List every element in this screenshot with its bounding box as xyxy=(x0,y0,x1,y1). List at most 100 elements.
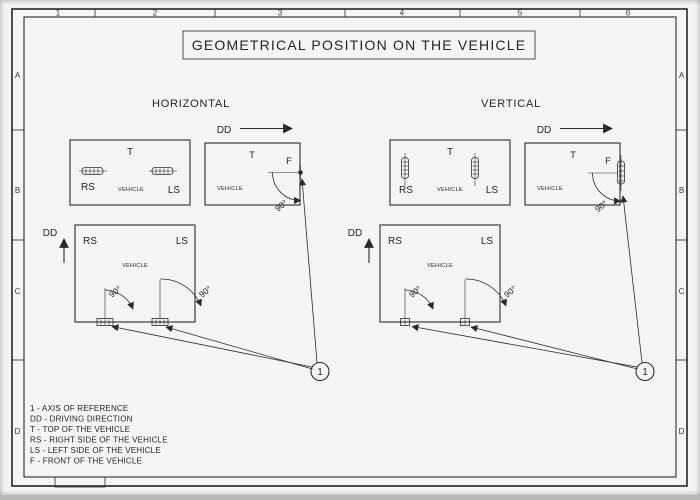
drawing-frame: 1 2 3 4 5 6 A B C D A B C D xyxy=(11,8,688,488)
v-side-view: DD T F VEHICLE 90° xyxy=(524,123,625,214)
angle-90-label: 90° xyxy=(273,198,289,214)
frame-column-label: 2 xyxy=(153,9,158,18)
lamp-body xyxy=(460,318,470,326)
vertical-lamp-icon xyxy=(471,153,479,186)
angle-90-label: 90° xyxy=(107,284,123,300)
title-box xyxy=(182,30,536,60)
vehicle-top-view-box xyxy=(389,139,511,206)
vertical-lamp-icon xyxy=(401,153,409,186)
frame-outer-border xyxy=(11,8,688,487)
lamp-foot-icon xyxy=(151,318,169,326)
angle-arc xyxy=(159,278,202,307)
h-side-view: DD T F VEHICLE 90° xyxy=(204,123,303,214)
vehicle-top-view-box xyxy=(69,139,191,206)
angle-90-label: 90° xyxy=(407,284,423,300)
v-rear-view: DD RS LS VEHICLE 90° 90° xyxy=(348,224,518,326)
legend-line: DD - DRIVING DIRECTION xyxy=(30,415,133,424)
front-label: F xyxy=(605,156,611,167)
leader-line xyxy=(298,178,318,363)
frame-row-label: C xyxy=(679,287,685,296)
frame-inner-border xyxy=(23,16,677,478)
lamp-body xyxy=(617,160,625,185)
section-heading-vertical: VERTICAL xyxy=(481,98,541,110)
right-side-label: RS xyxy=(81,182,95,193)
lamp-body xyxy=(81,167,104,175)
driving-direction-label: DD xyxy=(537,125,551,136)
axis-number-label: 1 xyxy=(642,367,648,378)
v-top-view: T RS LS VEHICLE xyxy=(389,139,511,206)
frame-row-label: B xyxy=(15,186,20,195)
angle-arc xyxy=(592,172,622,205)
legend-line: F - FRONT OF THE VEHICLE xyxy=(30,457,142,466)
angle-90-label: 90° xyxy=(502,284,518,300)
axis-reference-balloon xyxy=(310,361,330,382)
vehicle-rear-view-box xyxy=(74,224,196,323)
vehicle-label: VEHICLE xyxy=(427,263,453,269)
vehicle-rear-view-box xyxy=(379,224,501,323)
angle-arc xyxy=(104,289,134,310)
angle-arc xyxy=(404,289,434,310)
leader-line xyxy=(620,195,643,363)
page-title: GEOMETRICAL POSITION ON THE VEHICLE xyxy=(192,37,527,53)
section-horizontal: T RS LS VEHICLE DD xyxy=(43,123,330,382)
front-label: F xyxy=(286,156,292,167)
frame-column-label: 3 xyxy=(278,9,283,18)
left-side-label: LS xyxy=(481,236,494,247)
lamp-body xyxy=(96,318,114,326)
section-vertical: T RS LS VEHICLE DD xyxy=(348,123,655,382)
lamp-foot-icon xyxy=(96,318,114,326)
lamp-body xyxy=(400,318,410,326)
frame-column-label: 5 xyxy=(518,9,523,18)
title-block: GEOMETRICAL POSITION ON THE VEHICLE xyxy=(182,30,536,60)
vehicle-label: VEHICLE xyxy=(122,263,148,269)
angle-90-label: 90° xyxy=(197,284,213,300)
section-heading-horizontal: HORIZONTAL xyxy=(152,98,230,110)
left-side-label: LS xyxy=(168,185,181,196)
leader-line xyxy=(470,325,638,370)
driving-direction-label: DD xyxy=(43,228,57,239)
driving-direction-label: DD xyxy=(348,228,362,239)
top-label: T xyxy=(570,150,576,161)
vehicle-side-view-box xyxy=(524,142,621,206)
frame-column-label: 1 xyxy=(56,9,61,18)
vehicle-label: VEHICLE xyxy=(217,186,243,192)
vehicle-label: VEHICLE xyxy=(537,186,563,192)
horizontal-lamp-icon xyxy=(79,167,107,175)
frame-row-label: D xyxy=(15,427,21,436)
frame-row-label: C xyxy=(15,287,21,296)
lamp-foot-icon xyxy=(460,318,470,326)
leader-line xyxy=(111,324,313,368)
horizontal-lamp-icon xyxy=(149,167,177,175)
top-label: T xyxy=(447,147,453,158)
axis-reference-balloon xyxy=(635,361,655,382)
frame-bottom-box xyxy=(54,476,106,488)
top-label: T xyxy=(249,150,255,161)
angle-arc xyxy=(272,172,302,205)
h-top-view: T RS LS VEHICLE xyxy=(69,139,191,206)
axis-number-label: 1 xyxy=(317,367,323,378)
right-side-label: RS xyxy=(83,236,97,247)
vehicle-label: VEHICLE xyxy=(118,187,144,193)
angle-90-label: 90° xyxy=(593,198,609,214)
left-side-label: LS xyxy=(176,236,189,247)
right-side-label: RS xyxy=(388,236,402,247)
lamp-body xyxy=(151,318,169,326)
legend-line: T - TOP OF THE VEHICLE xyxy=(30,425,130,434)
frame-row-label: A xyxy=(15,71,21,80)
legend-line: 1 - AXIS OF REFERENCE xyxy=(30,404,128,413)
angle-arc xyxy=(464,278,507,307)
frame-column-label: 4 xyxy=(400,9,405,18)
top-label: T xyxy=(127,147,133,158)
h-axis-reference: 1 xyxy=(111,178,330,382)
right-side-label: RS xyxy=(399,185,413,196)
legend-line: LS - LEFT SIDE OF THE VEHICLE xyxy=(30,446,161,455)
lamp-body xyxy=(471,157,479,179)
lamp-foot-icon xyxy=(400,318,410,326)
frame-row-label: B xyxy=(679,186,684,195)
left-side-label: LS xyxy=(486,185,499,196)
lamp-body xyxy=(151,167,174,175)
v-axis-reference: 1 xyxy=(411,195,655,382)
frame-row-label: A xyxy=(679,71,685,80)
